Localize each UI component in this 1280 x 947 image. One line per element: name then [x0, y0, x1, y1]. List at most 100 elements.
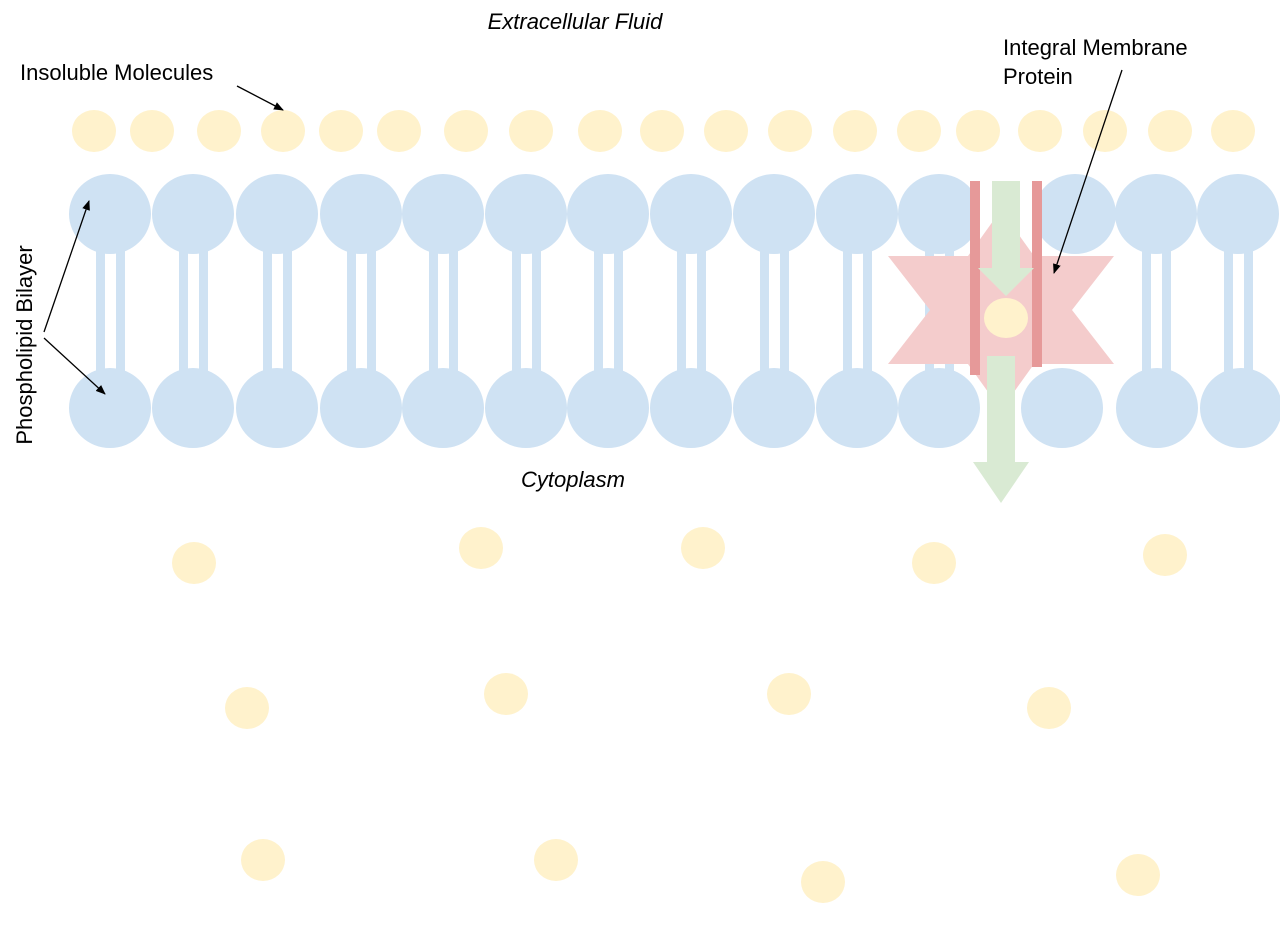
- lipid-head-outer: [485, 174, 567, 254]
- extracellular-molecule: [833, 110, 877, 152]
- integral-membrane-protein: [888, 181, 1114, 503]
- lipid-head-inner: [898, 368, 980, 448]
- lipid-tail: [429, 250, 438, 372]
- extracellular-molecule: [1083, 110, 1127, 152]
- cytoplasm-molecule: [912, 542, 956, 584]
- extracellular-molecule: [956, 110, 1000, 152]
- lipid-head-inner: [1021, 368, 1103, 448]
- extracellular-molecule: [704, 110, 748, 152]
- lipid-head-outer: [152, 174, 234, 254]
- lipid-tail: [512, 250, 521, 372]
- lipid-head-outer: [1115, 174, 1197, 254]
- lipid-head-outer: [402, 174, 484, 254]
- lipid-tail: [697, 250, 706, 372]
- lipid-head-outer: [650, 174, 732, 254]
- lipid-head-outer: [567, 174, 649, 254]
- lipid-head-inner: [733, 368, 815, 448]
- phospholipid-bilayer: [69, 174, 1280, 448]
- bilayer-pointer-upper: [43, 200, 90, 333]
- lipid-head-outer: [320, 174, 402, 254]
- extracellular-molecule: [897, 110, 941, 152]
- extracellular-molecule: [1018, 110, 1062, 152]
- extracellular-molecule: [261, 110, 305, 152]
- cytoplasm-molecule: [681, 527, 725, 569]
- cytoplasm-molecule: [1143, 534, 1187, 576]
- extracellular-molecule: [319, 110, 363, 152]
- lipid-tail: [760, 250, 769, 372]
- extracellular-molecule: [578, 110, 622, 152]
- cytoplasm-molecule: [172, 542, 216, 584]
- lipid-tail: [116, 250, 125, 372]
- lipid-tail: [1142, 250, 1151, 372]
- extracellular-molecule: [72, 110, 116, 152]
- channel-wall-right: [1032, 181, 1042, 367]
- lipid-tail: [367, 250, 376, 372]
- lipid-tail: [263, 250, 272, 372]
- cytoplasm-label: Cytoplasm: [521, 467, 625, 492]
- lipid-head-outer: [1197, 174, 1279, 254]
- cytoplasm-molecule: [1116, 854, 1160, 896]
- protein-pointer: [1053, 69, 1123, 274]
- lipid-head-inner: [236, 368, 318, 448]
- cytoplasm-molecule: [1027, 687, 1071, 729]
- lipid-head-outer: [733, 174, 815, 254]
- extracellular-fluid-label: Extracellular Fluid: [488, 9, 664, 34]
- lipid-tail: [199, 250, 208, 372]
- extracellular-molecule: [509, 110, 553, 152]
- lipid-head-outer: [898, 174, 980, 254]
- lipid-head-inner: [816, 368, 898, 448]
- extracellular-molecule: [130, 110, 174, 152]
- protein-label-line1: Integral Membrane: [1003, 35, 1188, 60]
- phospholipid-bilayer-label: Phospholipid Bilayer: [12, 245, 37, 444]
- cytoplasm-molecule: [241, 839, 285, 881]
- channel-wall-left: [970, 181, 980, 375]
- extracellular-molecule: [1148, 110, 1192, 152]
- cytoplasm-molecule: [225, 687, 269, 729]
- extracellular-molecule: [197, 110, 241, 152]
- lipid-head-inner: [567, 368, 649, 448]
- insoluble-molecules-label: Insoluble Molecules: [20, 60, 213, 85]
- lipid-head-inner: [485, 368, 567, 448]
- lipid-head-inner: [402, 368, 484, 448]
- cytoplasm-molecule: [459, 527, 503, 569]
- lipid-head-outer: [236, 174, 318, 254]
- lipid-tail: [863, 250, 872, 372]
- bilayer-pointer-lower: [43, 337, 106, 395]
- lipid-head-inner: [69, 368, 151, 448]
- lipid-head-inner: [650, 368, 732, 448]
- lipid-head-outer: [1034, 174, 1116, 254]
- lipid-tail: [780, 250, 789, 372]
- lipid-tail: [594, 250, 603, 372]
- lipid-head-inner: [320, 368, 402, 448]
- lipid-head-inner: [1116, 368, 1198, 448]
- extracellular-molecule: [377, 110, 421, 152]
- lipid-tail: [179, 250, 188, 372]
- insoluble-pointer: [236, 85, 284, 111]
- transport-arrow-lower: [973, 356, 1029, 503]
- lipid-tail: [1244, 250, 1253, 372]
- labels: Extracellular Fluid Cytoplasm Insoluble …: [12, 9, 1188, 492]
- lipid-tail: [1162, 250, 1171, 372]
- lipid-tail: [283, 250, 292, 372]
- cytoplasm-molecule: [801, 861, 845, 903]
- lipid-tail: [843, 250, 852, 372]
- cytoplasm-molecule: [534, 839, 578, 881]
- lipid-tail: [677, 250, 686, 372]
- cytoplasm-molecule: [484, 673, 528, 715]
- extracellular-molecule: [640, 110, 684, 152]
- extracellular-molecule: [1211, 110, 1255, 152]
- extracellular-molecule: [444, 110, 488, 152]
- lipid-tail: [614, 250, 623, 372]
- lipid-head-inner: [1200, 368, 1280, 448]
- lipid-head-outer: [816, 174, 898, 254]
- lipid-head-inner: [152, 368, 234, 448]
- annotation-arrows: [43, 69, 1123, 395]
- lipid-head-outer: [69, 174, 151, 254]
- cytoplasm-molecule: [767, 673, 811, 715]
- insoluble-molecules: [72, 110, 1255, 903]
- lipid-tail: [96, 250, 105, 372]
- lipid-tail: [449, 250, 458, 372]
- lipid-tail: [1224, 250, 1233, 372]
